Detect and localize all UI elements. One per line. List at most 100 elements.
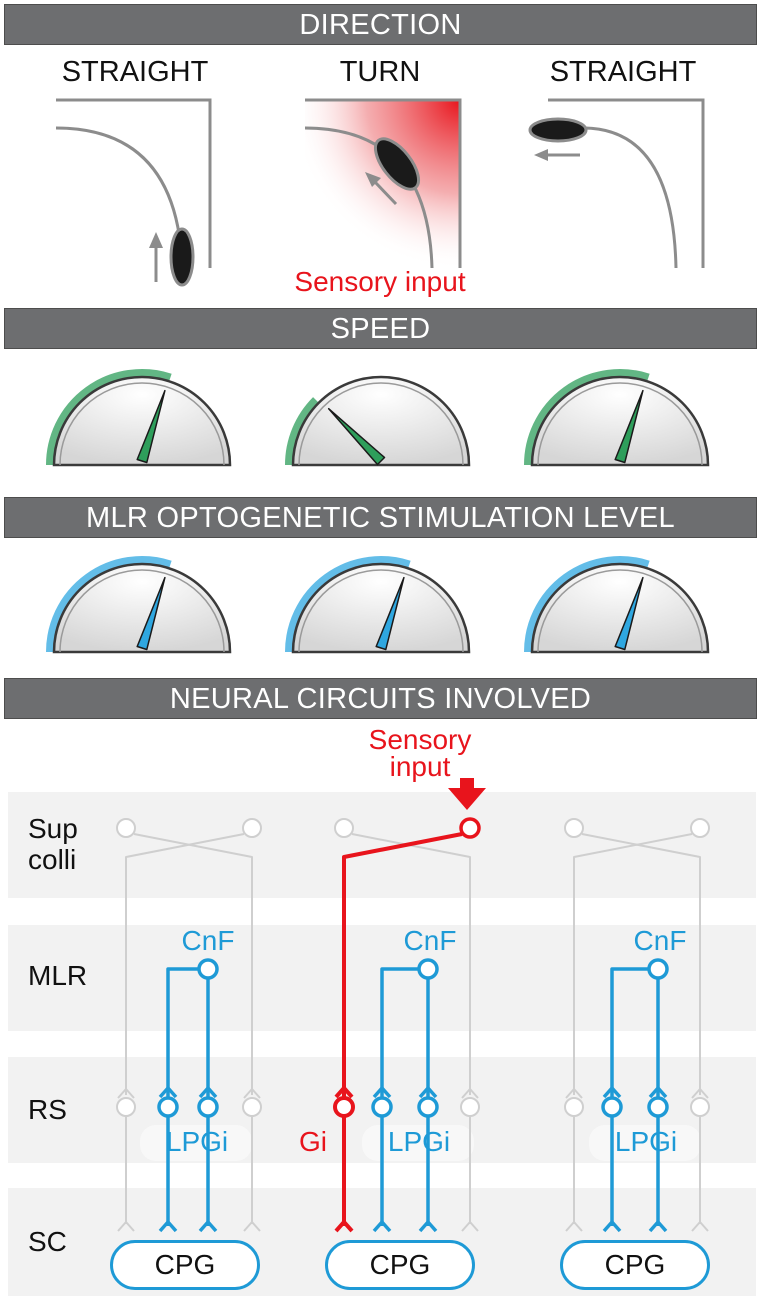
gray-crossing-right-1 xyxy=(133,833,253,1095)
cnf-label-1: CnF xyxy=(181,925,235,956)
speed-gauges xyxy=(46,369,710,467)
gauge-needle xyxy=(136,389,166,464)
gray-crossing-right-3 xyxy=(581,833,701,1095)
stimulation-gauge-3 xyxy=(524,556,710,654)
rs-gray-chevron-left-1 xyxy=(117,1088,135,1099)
row-label-colli: colli xyxy=(28,844,77,875)
gauge-needle xyxy=(136,576,166,651)
gauge-needle xyxy=(375,576,405,651)
rs-blue-chevron-right-3 xyxy=(648,1086,668,1099)
arrow-up-icon xyxy=(149,232,163,248)
sc-blue-chevron-right-2 xyxy=(418,1220,438,1233)
animal-body-3 xyxy=(528,117,588,143)
rs-gray-neuron-right-2 xyxy=(460,1097,480,1117)
cnf-branch-3 xyxy=(610,967,649,1098)
gauge-needle xyxy=(327,407,386,466)
sc-gray-chevron-right-2 xyxy=(461,1221,479,1232)
row-label-sc: SC xyxy=(28,1226,67,1257)
sc-gray-chevron-left-3 xyxy=(565,1221,583,1232)
sc-blue-chevron-left-1 xyxy=(158,1220,178,1233)
direction-panel-straight-2 xyxy=(528,98,705,269)
lpgi-label-2: LPGi xyxy=(387,1126,451,1157)
sc-red-chevron xyxy=(334,1220,354,1233)
cnf-label-3: CnF xyxy=(633,925,687,956)
speed-gauge-1 xyxy=(46,369,232,467)
rs-gray-neuron-left-1 xyxy=(116,1097,136,1117)
gray-crossing-left-1 xyxy=(125,833,245,1095)
gray-crossing-right-2 xyxy=(351,833,471,1095)
gauge-dial xyxy=(291,375,471,467)
sc-gray-chevron-right-1 xyxy=(243,1221,261,1232)
lpgi-neuron-left-2 xyxy=(371,1096,393,1118)
sc-blue-chevron-left-2 xyxy=(372,1220,392,1233)
cnf-neuron-2 xyxy=(417,958,439,980)
gi-chevron xyxy=(334,1086,354,1099)
rs-gray-chevron-left-3 xyxy=(565,1088,583,1099)
row-label-rs: RS xyxy=(28,1094,67,1125)
input-word: input xyxy=(389,751,451,782)
sup-colli-neuron-right-1 xyxy=(242,818,262,838)
direction-illustrations xyxy=(55,98,705,287)
sup-colli-sensory-neuron xyxy=(459,817,481,839)
sensory-arrow-down-icon xyxy=(448,778,486,810)
gauge-needle xyxy=(614,576,644,651)
row-label-sup: Sup xyxy=(28,813,78,844)
lpgi-background-1 xyxy=(140,1125,252,1161)
animal-body-2 xyxy=(373,137,421,191)
rs-blue-chevron-right-2 xyxy=(418,1086,438,1099)
stimulation-gauge-1 xyxy=(46,556,232,654)
cnf-neuron-1 xyxy=(197,958,219,980)
rs-gray-chevron-right-2 xyxy=(461,1088,479,1099)
level-arc xyxy=(46,556,172,653)
sc-blue-chevron-right-1 xyxy=(198,1220,218,1233)
rs-blue-chevron-left-3 xyxy=(602,1086,622,1099)
sup-colli-neuron-left-1 xyxy=(116,818,136,838)
level-arc xyxy=(524,369,650,466)
lpgi-neuron-right-3 xyxy=(647,1096,669,1118)
lpgi-background-3 xyxy=(589,1125,701,1161)
sensory-input-direction-label: Sensory input xyxy=(294,266,466,297)
gauge-inner-rim xyxy=(298,569,464,653)
level-arc xyxy=(284,397,319,466)
gauge-inner-rim xyxy=(59,382,225,466)
sup-colli-neuron-left-3 xyxy=(564,818,584,838)
cpg-box-3: CPG xyxy=(560,1240,710,1290)
gauge-dial xyxy=(52,562,232,654)
gauge-inner-rim xyxy=(537,382,703,466)
sc-blue-chevron-right-3 xyxy=(648,1220,668,1233)
sup-colli-neuron-right-3 xyxy=(690,818,710,838)
gauge-dial xyxy=(291,562,471,654)
lpgi-neuron-right-1 xyxy=(197,1096,219,1118)
direction-label-2: TURN xyxy=(339,56,421,88)
lpgi-neuron-left-3 xyxy=(601,1096,623,1118)
cnf-label-2: CnF xyxy=(403,925,457,956)
arrow-diagonal-icon xyxy=(365,172,381,187)
sensory-pathway-red xyxy=(342,832,463,1098)
speed-gauge-3 xyxy=(524,369,710,467)
row-label-mlr: MLR xyxy=(28,960,88,991)
arrow-left-icon xyxy=(534,149,548,161)
rs-blue-chevron-right-1 xyxy=(198,1086,218,1099)
direction-panel-turn xyxy=(304,98,462,269)
direction-panel-straight-1 xyxy=(55,98,212,287)
cnf-branch-2 xyxy=(380,967,419,1098)
lpgi-label-3: LPGi xyxy=(614,1126,678,1157)
gi-neuron xyxy=(333,1096,355,1118)
rs-gray-neuron-left-3 xyxy=(564,1097,584,1117)
gauge-needle xyxy=(614,389,644,464)
sensory-word: Sensory xyxy=(368,724,472,755)
sensory-input-circuit-label: Sensory input xyxy=(340,724,500,782)
gauge-inner-rim xyxy=(298,382,464,466)
header-direction: DIRECTION xyxy=(4,4,757,45)
gray-crossing-left-3 xyxy=(573,833,693,1095)
rs-gray-chevron-right-1 xyxy=(243,1088,261,1099)
lpgi-neuron-left-1 xyxy=(157,1096,179,1118)
rs-blue-chevron-left-2 xyxy=(372,1086,392,1099)
gi-label: Gi xyxy=(299,1126,327,1157)
rs-blue-chevron-left-1 xyxy=(158,1086,178,1099)
rs-gray-chevron-right-3 xyxy=(691,1088,709,1099)
stimulation-gauges xyxy=(46,556,710,654)
gauge-inner-rim xyxy=(537,569,703,653)
header-speed: SPEED xyxy=(4,308,757,349)
sc-blue-chevron-left-3 xyxy=(602,1220,622,1233)
